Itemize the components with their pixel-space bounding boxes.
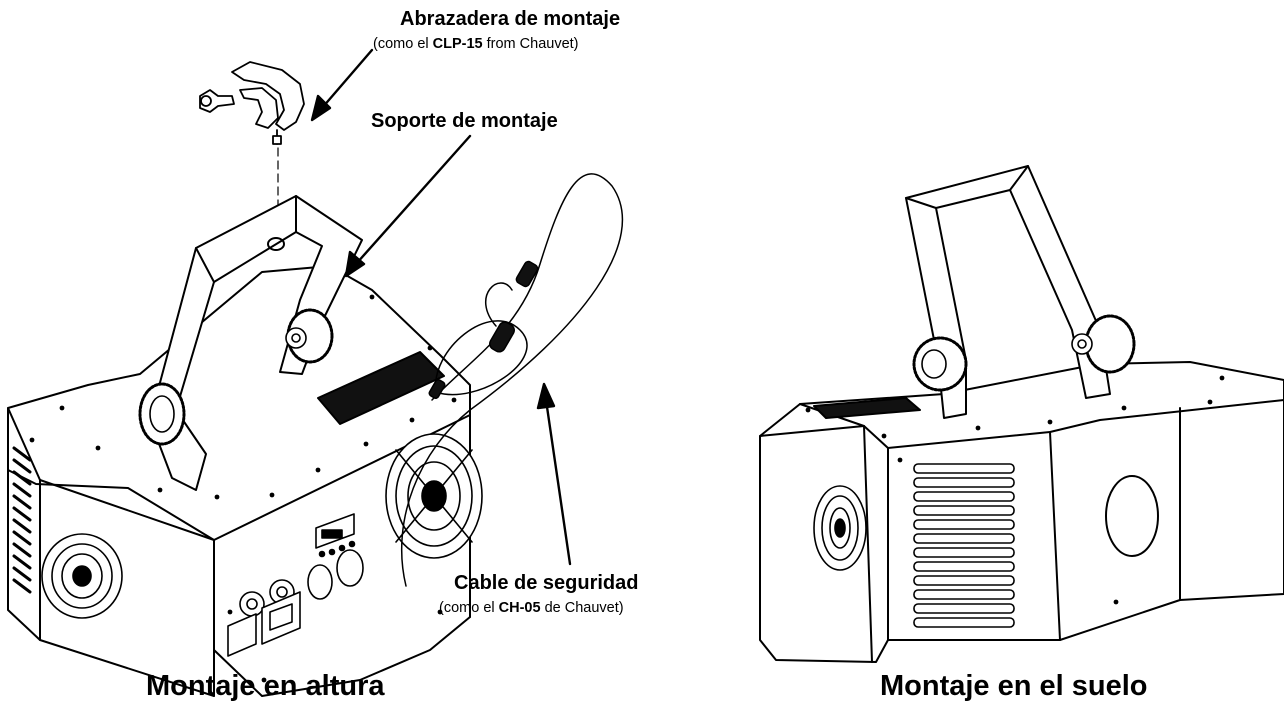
caption-floor: Montaje en el suelo bbox=[880, 670, 1148, 702]
safety-cable bbox=[400, 173, 624, 587]
floor-fixture bbox=[759, 165, 1284, 663]
screws bbox=[29, 294, 457, 683]
bracket-hole bbox=[267, 237, 285, 251]
cable-sub-pre: (como el bbox=[439, 600, 499, 616]
callout-arrows bbox=[310, 48, 572, 566]
clamp-arrow bbox=[320, 48, 374, 110]
floor-fan bbox=[813, 485, 867, 571]
caption-overhead: Montaje en altura bbox=[146, 670, 385, 702]
clamp-sub-post: from Chauvet) bbox=[482, 36, 579, 52]
mounting-clamp bbox=[199, 61, 305, 145]
clamp-label-sub: (como el CLP-15 from Chauvet) bbox=[373, 36, 579, 52]
clamp-label-title: Abrazadera de montaje bbox=[400, 8, 621, 30]
cable-label-title: Cable de seguridad bbox=[454, 572, 639, 594]
cable-arrow bbox=[544, 398, 572, 566]
cable-sub-model: CH-05 bbox=[498, 600, 541, 616]
label-plate bbox=[317, 351, 445, 425]
clamp-sub-pre: (como el bbox=[373, 36, 433, 52]
fixture-body bbox=[7, 265, 483, 697]
floor-bracket-knobs bbox=[912, 314, 1136, 392]
floor-fixture-body bbox=[759, 361, 1284, 663]
side-fan bbox=[41, 533, 123, 619]
cable-label-sub: (como el CH-05 de Chauvet) bbox=[439, 600, 624, 616]
overhead-fixture bbox=[7, 48, 624, 697]
rear-fan bbox=[385, 433, 483, 559]
floor-label-plate bbox=[813, 397, 921, 419]
clamp-sub-model: CLP-15 bbox=[432, 36, 483, 52]
floor-vents bbox=[913, 463, 1015, 628]
cable-sub-post: de Chauvet) bbox=[540, 600, 624, 616]
side-vents bbox=[12, 446, 32, 594]
bracket-knobs bbox=[138, 308, 334, 446]
bracket-label-title: Soporte de montaje bbox=[371, 110, 558, 132]
rear-panel-controls bbox=[227, 513, 364, 657]
mounting-bracket bbox=[149, 195, 363, 491]
floor-lens bbox=[1105, 475, 1159, 557]
bracket-arrow bbox=[354, 134, 472, 266]
